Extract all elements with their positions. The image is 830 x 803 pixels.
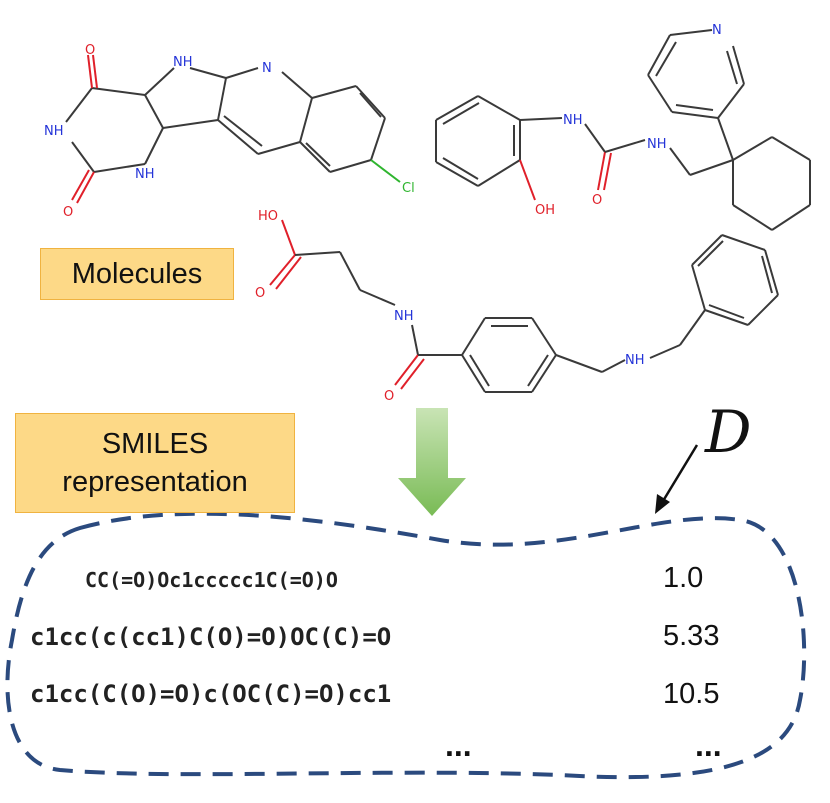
dataset-blob	[5, 511, 807, 780]
ellipsis-values: ...	[695, 727, 722, 763]
pointer-arrow	[655, 444, 699, 514]
atom-nh: NH	[563, 113, 583, 128]
atom-nh: NH	[394, 309, 414, 324]
down-arrow	[398, 408, 466, 516]
value-row-3: 10.5	[663, 678, 720, 710]
atom-nh: NH	[647, 137, 667, 152]
molecule-2	[435, 29, 811, 231]
value-row-1: 1.0	[663, 562, 704, 594]
atom-nh: NH	[625, 353, 645, 368]
atom-cl: Cl	[402, 181, 415, 196]
atom-o: O	[85, 43, 95, 58]
smiles-label-line1: SMILES	[101, 428, 209, 460]
atom-n: N	[262, 61, 272, 76]
atom-n: N	[712, 23, 722, 38]
smiles-row-3: c1cc(C(O)=O)c(OC(C)=O)cc1	[30, 680, 392, 708]
atom-oh: OH	[535, 203, 555, 218]
smiles-row-1: CC(=O)Oc1ccccc1C(=O)O	[85, 568, 338, 592]
atom-o: O	[63, 205, 73, 220]
smiles-label-line2: representation	[62, 466, 248, 498]
atom-o: O	[255, 286, 265, 301]
molecules-label: Molecules	[40, 248, 234, 300]
ellipsis-smiles: ...	[445, 727, 472, 763]
molecule-3	[269, 219, 779, 393]
atom-o: O	[384, 389, 394, 404]
molecule-2-atoms: N NH NH O OH	[535, 23, 722, 218]
smiles-label: SMILES representation	[15, 413, 295, 513]
molecules-label-text: Molecules	[71, 257, 203, 290]
molecule-1-atoms: O NH NH O NH N Cl	[44, 43, 415, 220]
smiles-row-2: c1cc(c(cc1)C(O)=O)OC(C)=O	[30, 623, 392, 651]
atom-nh: NH	[135, 167, 155, 182]
atom-ho: HO	[258, 209, 278, 224]
dataset-symbol: D	[704, 398, 752, 466]
value-row-2: 5.33	[663, 620, 720, 652]
atom-nh: NH	[173, 55, 193, 70]
molecule-3-atoms: HO O NH O NH	[255, 209, 645, 404]
atom-o: O	[592, 193, 602, 208]
atom-nh: NH	[44, 124, 64, 139]
molecule-1	[65, 54, 401, 204]
